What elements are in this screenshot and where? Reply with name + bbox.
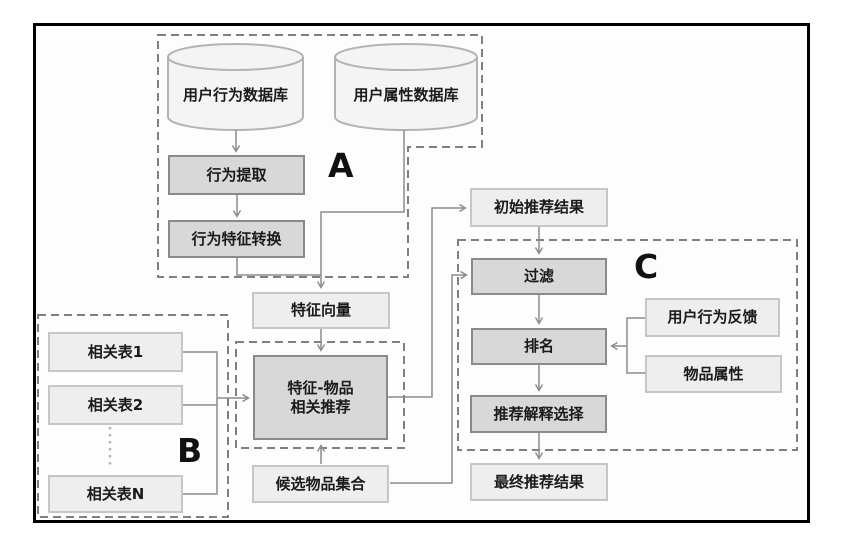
attribute-db-cylinder-top <box>334 43 478 71</box>
group-c-label: C <box>634 247 659 286</box>
ranking-box: 排名 <box>471 328 607 365</box>
related-table-2-box: 相关表2 <box>48 385 183 425</box>
related-table-1-box: 相关表1 <box>48 332 183 372</box>
group-a-outline <box>157 34 483 278</box>
behavior-extraction-box: 行为提取 <box>168 155 305 195</box>
edge-transform-join <box>236 258 321 276</box>
related-table-n-box: 相关表N <box>48 475 183 513</box>
attribute-db-cylinder <box>334 57 478 131</box>
item-attributes-box: 物品属性 <box>645 355 782 393</box>
behavior-feature-transform-box: 行为特征转换 <box>168 220 305 258</box>
user-behavior-feedback-box: 用户行为反馈 <box>645 298 780 337</box>
group-c-outline <box>457 239 798 451</box>
group-b-label: B <box>177 431 203 470</box>
edge-candidates-to-filter <box>390 270 468 484</box>
group-a-label: A <box>328 146 354 185</box>
edge-featureitemrec-to-initialresults <box>388 203 467 398</box>
explanation-selection-box: 推荐解释选择 <box>470 395 607 433</box>
group-b-outline <box>37 314 229 518</box>
candidate-items-box: 候选物品集合 <box>252 465 389 503</box>
behavior-db-cylinder <box>167 57 304 131</box>
initial-results-box: 初始推荐结果 <box>470 188 608 227</box>
attribute-db: 用户属性数据库 <box>353 85 459 104</box>
edge-feedback-bracket <box>626 317 645 374</box>
edge-relatedtables-bus <box>183 351 218 495</box>
behavior-db-cylinder-top <box>167 43 304 71</box>
filter-box: 过滤 <box>471 258 607 295</box>
feature-item-rec-box: 特征-物品 相关推荐 <box>253 355 388 440</box>
feature-vector-box: 特征向量 <box>252 292 390 329</box>
final-results-box: 最终推荐结果 <box>470 463 608 501</box>
edge-attributedb-to-featurevector <box>316 130 405 289</box>
behavior-db: 用户行为数据库 <box>182 85 288 104</box>
